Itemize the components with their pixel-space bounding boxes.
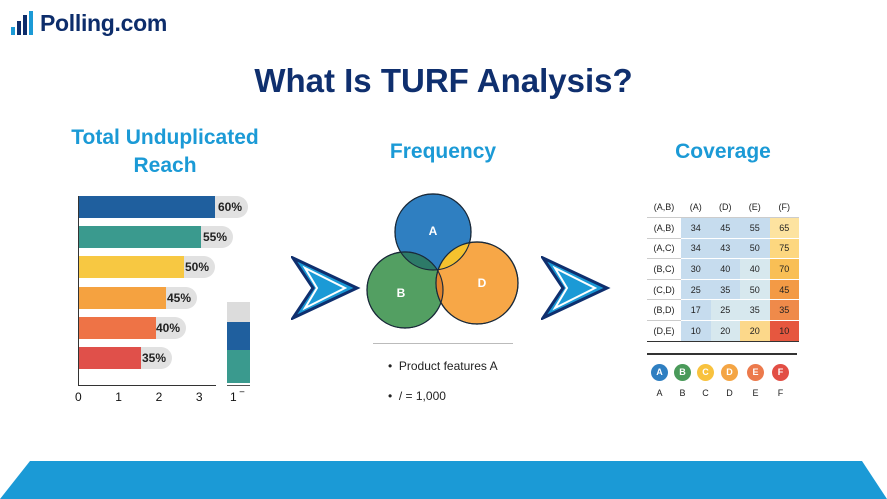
table-cell: 34 bbox=[681, 217, 711, 239]
bar bbox=[79, 287, 166, 309]
legend-circle-f: F bbox=[772, 364, 789, 381]
table-cell: 45 bbox=[769, 279, 799, 301]
bar bbox=[79, 256, 184, 278]
column-header: (D) bbox=[710, 197, 740, 219]
venn-label: D bbox=[478, 276, 487, 290]
table-cell: 40 bbox=[740, 258, 770, 280]
table-cell: 35 bbox=[740, 299, 770, 322]
bullet-item: • Product features A bbox=[388, 359, 498, 373]
legend-circle-e: E bbox=[747, 364, 764, 381]
bar bbox=[79, 196, 215, 218]
table-cell: 20 bbox=[710, 320, 740, 342]
divider bbox=[373, 343, 513, 344]
x-tick-label: 0 bbox=[75, 390, 82, 404]
venn-diagram: A B D bbox=[366, 193, 519, 329]
bar bbox=[79, 347, 141, 369]
table-cell: 35 bbox=[710, 279, 740, 301]
legend-circle-d: D bbox=[721, 364, 738, 381]
legend-circle-b: B bbox=[674, 364, 691, 381]
logo[interactable]: Polling.com bbox=[10, 10, 167, 37]
bullet-text: / = 1,000 bbox=[398, 389, 446, 403]
column-header: (A) bbox=[681, 197, 711, 219]
table-cell: 25 bbox=[710, 299, 740, 322]
legend-label: A bbox=[656, 388, 663, 398]
table-cell: 30 bbox=[681, 258, 711, 280]
table-header-row: (A,B)(A)(D)(E)(F) bbox=[647, 197, 799, 219]
table-cell: 75 bbox=[769, 238, 799, 260]
table-cell: 35 bbox=[769, 299, 799, 322]
side-axis bbox=[227, 385, 250, 386]
arrow-right-icon bbox=[541, 256, 611, 320]
legend-label: F bbox=[777, 388, 784, 398]
row-label: (C,D) bbox=[647, 279, 681, 301]
legend-circle-c: C bbox=[697, 364, 714, 381]
y-axis bbox=[78, 196, 79, 386]
logo-text: Polling.com bbox=[40, 10, 168, 36]
table-cell: 20 bbox=[740, 320, 770, 342]
table-cell: 40 bbox=[710, 258, 740, 280]
legend-circle-a: A bbox=[651, 364, 668, 381]
venn-label: A bbox=[429, 224, 438, 238]
legend-label: E bbox=[752, 388, 759, 398]
divider bbox=[647, 353, 797, 355]
table-cell: 17 bbox=[681, 299, 711, 322]
x-tick-label: 1 bbox=[115, 390, 122, 404]
page-title: What Is TURF Analysis? bbox=[254, 62, 633, 99]
bullet-item: • / = 1,000 bbox=[388, 389, 446, 403]
footer-band bbox=[0, 461, 887, 499]
table-cell: 43 bbox=[710, 238, 740, 260]
bullet-text: Product features A bbox=[398, 359, 498, 373]
table-cell: 55 bbox=[740, 217, 770, 239]
side-bar-segment bbox=[227, 350, 250, 383]
venn-label: B bbox=[397, 286, 406, 300]
row-label: (B,C) bbox=[647, 258, 681, 280]
logo-icon bbox=[11, 10, 33, 35]
row-label: (A,B) bbox=[647, 217, 681, 239]
frequency-heading: Frequency bbox=[389, 140, 497, 163]
arrow-right-icon bbox=[291, 256, 361, 320]
x-tick-label: 3 bbox=[195, 390, 203, 404]
x-tick-label: 2 bbox=[155, 390, 163, 404]
row-label: (A,C) bbox=[647, 238, 681, 260]
bar bbox=[79, 226, 201, 248]
table-cell: 50 bbox=[740, 279, 770, 301]
row-label: (B,D) bbox=[647, 299, 681, 322]
side-bar-segment bbox=[227, 302, 250, 322]
table-cell: 70 bbox=[769, 258, 799, 280]
side-tick-label: 1 ‾ bbox=[230, 390, 245, 404]
table-cell: 10 bbox=[769, 320, 799, 342]
table-cell: 25 bbox=[681, 279, 711, 301]
column-header: (E) bbox=[740, 197, 770, 219]
reach-heading: Total Unduplicated Reach bbox=[71, 126, 259, 177]
table-cell: 10 bbox=[681, 320, 711, 342]
legend-label: C bbox=[702, 388, 709, 398]
table-cell: 50 bbox=[740, 238, 770, 260]
side-bar-segment bbox=[227, 322, 250, 350]
table-cell: 65 bbox=[769, 217, 799, 239]
column-header: (A,B) bbox=[647, 197, 681, 219]
legend-label: B bbox=[679, 388, 686, 398]
coverage-heading: Coverage bbox=[675, 140, 771, 163]
table-cell: 34 bbox=[681, 238, 711, 260]
x-axis bbox=[78, 385, 216, 386]
legend-label: D bbox=[726, 388, 733, 398]
column-header: (F) bbox=[769, 197, 799, 219]
bar bbox=[79, 317, 156, 339]
table-cell: 45 bbox=[710, 217, 740, 239]
row-label: (D,E) bbox=[647, 320, 681, 342]
